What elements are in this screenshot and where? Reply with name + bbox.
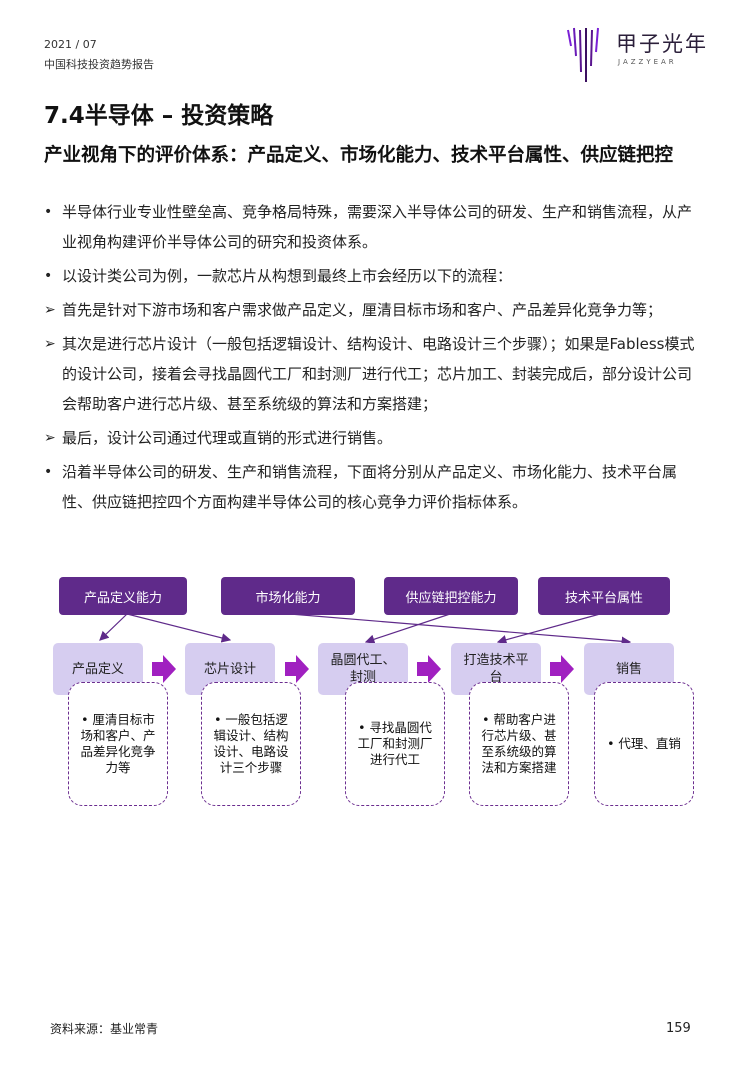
bullet-marker: •	[44, 464, 53, 480]
paragraph-text: 其次是进行芯片设计（一般包括逻辑设计、结构设计、电路设计三个步骤）；如果是Fab…	[62, 335, 695, 413]
paragraph-text: 最后，设计公司通过代理或直销的形式进行销售。	[62, 429, 393, 447]
arrow-bullet-marker: ➢	[44, 336, 56, 352]
detail-tech-platform: • 帮助客户进行芯片级、甚至系统级的算法和方案搭建	[469, 682, 569, 806]
connector-line	[289, 613, 632, 647]
paragraph: ➢ 首先是针对下游市场和客户需求做产品定义，厘清目标市场和客户、产品差异化竞争力等…	[44, 295, 699, 325]
paragraph-text: 沿着半导体公司的研发、生产和销售流程，下面将分别从产品定义、市场化能力、技术平台…	[62, 463, 678, 511]
connector-line	[99, 613, 128, 641]
connector-line	[496, 613, 601, 645]
paragraph: • 沿着半导体公司的研发、生产和销售流程，下面将分别从产品定义、市场化能力、技术平…	[44, 457, 699, 517]
connector-line	[364, 613, 451, 644]
paragraph: ➢ 最后，设计公司通过代理或直销的形式进行销售。	[44, 423, 699, 453]
logo-en-text: JAZZYEAR	[618, 58, 677, 66]
paragraph-text: 以设计类公司为例，一款芯片从构想到最终上市会经历以下的流程：	[62, 267, 513, 285]
capability-tech-platform: 技术平台属性	[538, 577, 670, 615]
paragraph: • 以设计类公司为例，一款芯片从构想到最终上市会经历以下的流程：	[44, 261, 699, 291]
flow-arrow-icon	[152, 655, 176, 683]
detail-chip-design: • 一般包括逻辑设计、结构设计、电路设计三个步骤	[201, 682, 301, 806]
section-title: 7.4半导体 – 投资策略	[44, 103, 274, 129]
arrow-bullet-marker: ➢	[44, 430, 56, 446]
bullet-marker: •	[44, 268, 53, 284]
bullet-marker: •	[44, 204, 53, 220]
arrow-bullet-marker: ➢	[44, 302, 56, 318]
detail-foundry-packaging: • 寻找晶圆代工厂和封测厂进行代工	[345, 682, 445, 806]
report-date: 2021 / 07	[44, 38, 97, 51]
capability-supply-chain: 供应链把控能力	[384, 577, 518, 615]
source-note: 资料来源：基业常青	[50, 1022, 159, 1036]
paragraph: ➢ 其次是进行芯片设计（一般包括逻辑设计、结构设计、电路设计三个步骤）；如果是Fa…	[44, 329, 699, 419]
paragraph: • 半导体行业专业性壁垒高、竞争格局特殊，需要深入半导体公司的研发、生产和销售流程…	[44, 197, 699, 257]
detail-product-definition: • 厘清目标市场和客户、产品差异化竞争力等	[68, 682, 168, 806]
detail-sales: • 代理、直销	[594, 682, 694, 806]
flow-arrow-icon	[550, 655, 574, 683]
process-diagram: 产品定义能力 市场化能力 供应链把控能力 技术平台属性 产品定义 芯片设计 晶圆…	[0, 570, 743, 820]
logo-cn-text: 甲子光年	[616, 32, 708, 56]
diagram-connectors	[99, 613, 632, 683]
capability-marketization: 市场化能力	[221, 577, 355, 615]
company-logo: 甲子光年 JAZZYEAR	[566, 26, 716, 86]
logo-mark-icon	[567, 27, 599, 82]
body-text: • 半导体行业专业性壁垒高、竞争格局特殊，需要深入半导体公司的研发、生产和销售流程…	[44, 197, 699, 521]
capability-product-definition: 产品定义能力	[59, 577, 187, 615]
paragraph-text: 半导体行业专业性壁垒高、竞争格局特殊，需要深入半导体公司的研发、生产和销售流程，…	[62, 203, 693, 251]
paragraph-text: 首先是针对下游市场和客户需求做产品定义，厘清目标市场和客户、产品差异化竞争力等；	[62, 301, 663, 319]
flow-arrow-icon	[285, 655, 309, 683]
report-name: 中国科技投资趋势报告	[44, 58, 154, 71]
page-number: 159	[666, 1021, 691, 1036]
flow-arrow-icon	[417, 655, 441, 683]
connector-line	[126, 613, 232, 643]
section-subtitle: 产业视角下的评价体系：产品定义、市场化能力、技术平台属性、供应链把控	[44, 145, 674, 166]
